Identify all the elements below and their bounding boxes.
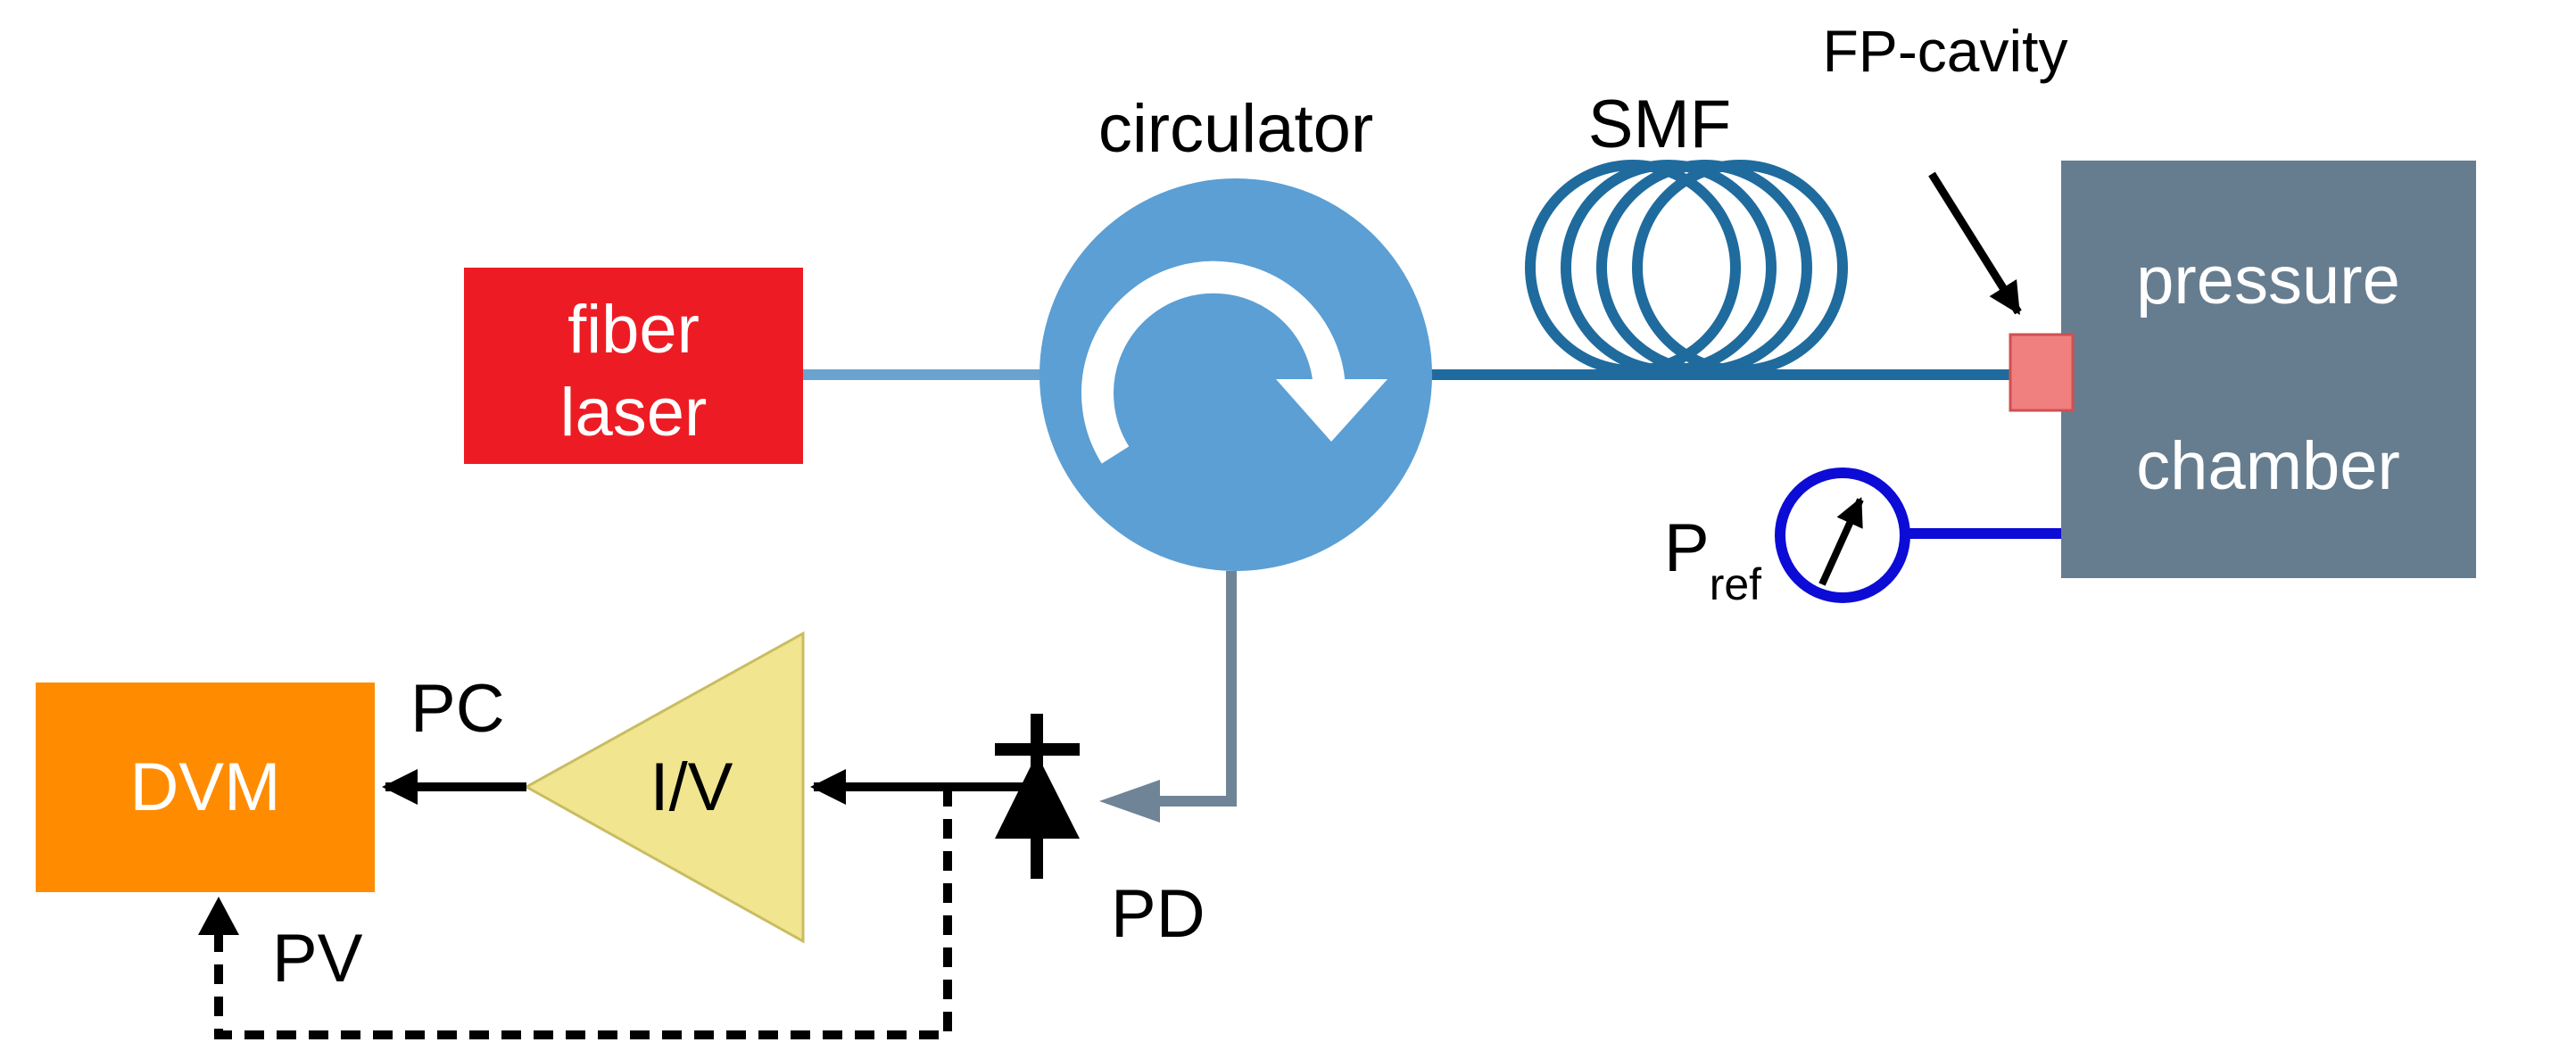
dvm-block (36, 683, 375, 892)
circulator-arrow-icon (1081, 261, 1346, 464)
fp-cavity-pointer-arrow (1928, 171, 2022, 316)
pressure-chamber-label-line1: pressure (2136, 243, 2400, 319)
smf-label: SMF (1588, 87, 1731, 162)
pd-input-arrowhead (1099, 780, 1160, 823)
pressure-chamber-label-line2: chamber (2136, 428, 2400, 504)
fp-cavity (2009, 333, 2075, 412)
circulator-label: circulator (1098, 91, 1373, 167)
circulator-arrowhead (1276, 379, 1387, 442)
smf-coil (1525, 160, 1848, 376)
fiber-laser-label-line2: laser (560, 375, 708, 451)
pv-arrowhead (198, 897, 239, 935)
fiber-laser-block (464, 268, 803, 464)
dvm-label: DVM (130, 749, 281, 825)
iv-label: I/V (650, 749, 733, 825)
pd-label: PD (1111, 876, 1205, 952)
iv-amplifier (523, 631, 805, 944)
pc-label: PC (410, 671, 505, 747)
circulator-to-pd-fiber (1151, 571, 1237, 807)
pressure-chamber-block (2061, 161, 2476, 578)
fiber-laser-label-line1: fiber (567, 292, 700, 368)
photodiode-icon (995, 714, 1080, 879)
fp-cavity-label: FP-cavity (1822, 18, 2067, 84)
pref-label: Pref (1664, 510, 1761, 609)
pv-label: PV (272, 921, 363, 997)
circulator (1040, 178, 1432, 571)
pref-main: P (1664, 510, 1710, 586)
pref-subscript: ref (1710, 559, 1761, 609)
pv-dashed-path (214, 787, 952, 1039)
gauge-needle (1818, 497, 1864, 586)
